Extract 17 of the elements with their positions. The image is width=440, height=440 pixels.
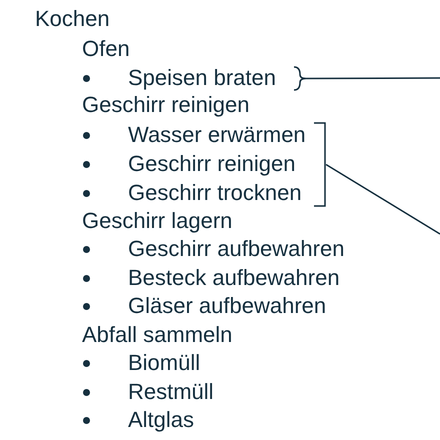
list-item-text: Speisen braten [128, 65, 276, 91]
subsection-heading: Geschirr lagern [82, 208, 232, 234]
list-item-text: Gläser aufbewahren [128, 293, 326, 319]
list-item-text: Restmüll [128, 379, 214, 405]
list-item-text: Besteck aufbewahren [128, 265, 340, 291]
section-heading: Kochen [35, 6, 110, 32]
subsection-heading: Geschirr reinigen [82, 92, 250, 118]
list-item-text: Geschirr aufbewahren [128, 236, 344, 262]
list-item-text: Geschirr trocknen [128, 180, 302, 206]
list-item-text: Wasser erwärmen [128, 122, 306, 148]
leader-line [326, 164, 440, 235]
list-item-text: Biomüll [128, 350, 200, 376]
list-item-text: Geschirr reinigen [128, 151, 296, 177]
subsection-heading: Ofen [82, 36, 130, 62]
leader-line [306, 77, 440, 80]
subsection-heading: Abfall sammeln [82, 322, 232, 348]
list-item-text: Altglas [128, 407, 194, 433]
